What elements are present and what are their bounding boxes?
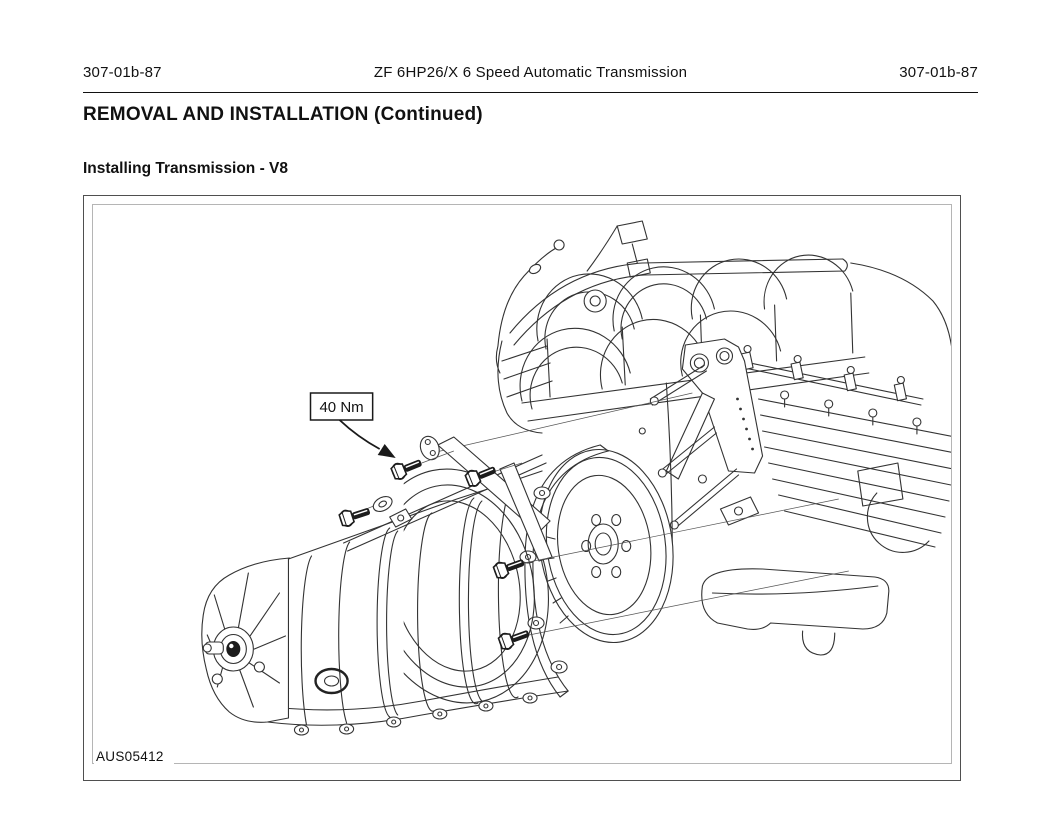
engine-transmission-illustration: 40 Nm bbox=[201, 220, 951, 736]
header-rule bbox=[83, 92, 978, 93]
header-title: ZF 6HP26/X 6 Speed Automatic Transmissio… bbox=[373, 64, 688, 81]
torque-callout: 40 Nm bbox=[309, 392, 396, 458]
page-header: 307-01b-87 ZF 6HP26/X 6 Speed Automatic … bbox=[83, 64, 978, 81]
engine-line-art bbox=[431, 220, 951, 656]
arrow-head-icon bbox=[377, 444, 396, 458]
section-heading: REMOVAL AND INSTALLATION (Continued) bbox=[83, 104, 483, 125]
header-page-number-right: 307-01b-87 bbox=[899, 64, 978, 81]
mounting-bolts bbox=[337, 450, 849, 652]
subsection-heading: Installing Transmission - V8 bbox=[83, 160, 288, 177]
transmission-line-art bbox=[201, 435, 609, 736]
header-page-number-left: 307-01b-87 bbox=[83, 64, 162, 81]
torque-label: 40 Nm bbox=[319, 399, 363, 416]
figure-id-label: AUS05412 bbox=[94, 749, 174, 767]
figure-inner-frame: 40 Nm AUS05412 bbox=[92, 204, 952, 767]
figure-frame: 40 Nm AUS05412 bbox=[83, 195, 961, 781]
